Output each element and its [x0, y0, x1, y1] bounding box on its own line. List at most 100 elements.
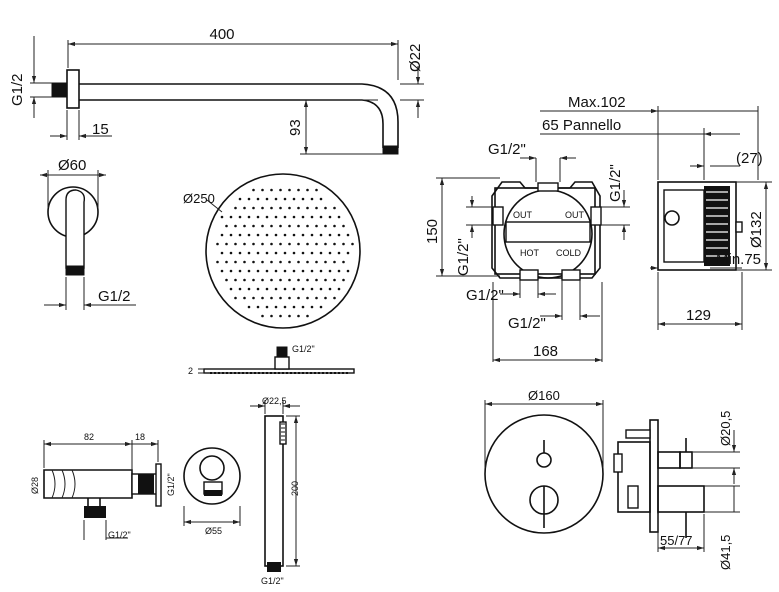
- dim-box-height: 150: [424, 219, 441, 244]
- shower-head-view: Ø250 G1/2" 2: [183, 173, 361, 376]
- nozzle-dot: [324, 296, 327, 300]
- nozzle-dot: [324, 242, 327, 246]
- nozzle-dot: [252, 188, 255, 192]
- nozzle-dot: [333, 206, 336, 210]
- nozzle-dot: [261, 206, 264, 210]
- nozzle-dot: [265, 215, 269, 219]
- dim-arm-length: 400: [209, 26, 234, 43]
- nozzle-dot: [342, 224, 345, 228]
- nozzle-dot: [261, 188, 264, 192]
- nozzle-dot: [301, 233, 305, 237]
- nozzle-dot: [297, 242, 300, 246]
- nozzle-dot: [292, 197, 296, 201]
- nozzle-dot: [306, 188, 309, 192]
- nozzle-dot: [337, 287, 341, 291]
- nozzle-dot: [265, 287, 269, 291]
- nozzle-dot: [238, 197, 242, 201]
- label-out-right: OUT: [565, 210, 585, 220]
- nozzle-dot: [342, 278, 345, 282]
- nozzle-dot: [229, 287, 233, 291]
- nozzle-dot: [301, 215, 305, 219]
- nozzle-dot: [310, 197, 314, 201]
- nozzle-dot: [333, 242, 336, 246]
- dim-end-diameter: Ø60: [58, 157, 86, 174]
- nozzle-dot: [279, 242, 282, 246]
- nozzle-dot: [247, 269, 251, 273]
- nozzle-dot: [238, 215, 242, 219]
- nozzle-dot: [247, 197, 251, 201]
- dim-box-distance: (27): [736, 150, 763, 167]
- nozzle-dot: [292, 215, 296, 219]
- nozzle-dot: [297, 188, 300, 192]
- dim-hand-length: 200: [290, 481, 300, 496]
- nozzle-pattern: [216, 188, 354, 318]
- dim-hand-thread: G1/2": [261, 576, 284, 586]
- nozzle-dot: [261, 260, 264, 264]
- dim-arm-diameter: Ø22: [407, 44, 424, 72]
- nozzle-dot: [256, 269, 260, 273]
- nozzle-dot: [216, 260, 219, 264]
- nozzle-dot: [342, 260, 345, 264]
- nozzle-dot: [229, 269, 233, 273]
- dim-box-diameter: Ø132: [748, 211, 765, 248]
- dim-box-thread-bottom2: G1/2": [508, 315, 546, 332]
- nozzle-dot: [292, 269, 296, 273]
- nozzle-dot: [234, 206, 237, 210]
- nozzle-dot: [306, 260, 309, 264]
- nozzle-dot: [288, 188, 291, 192]
- nozzle-dot: [247, 215, 251, 219]
- nozzle-dot: [297, 260, 300, 264]
- nozzle-dot: [310, 233, 314, 237]
- dim-outlet-length: 82: [84, 432, 94, 442]
- nozzle-dot: [270, 296, 273, 300]
- nozzle-dot: [283, 269, 287, 273]
- dim-box-thread-left: G1/2": [455, 238, 472, 276]
- nozzle-dot: [301, 251, 305, 255]
- nozzle-dot: [220, 269, 224, 273]
- nozzle-dot: [225, 260, 228, 264]
- nozzle-dot: [274, 269, 278, 273]
- nozzle-dot: [306, 224, 309, 228]
- nozzle-dot: [279, 278, 282, 282]
- nozzle-dot: [252, 224, 255, 228]
- nozzle-dot: [346, 269, 350, 273]
- nozzle-dot: [328, 251, 332, 255]
- nozzle-dot: [315, 188, 318, 192]
- arm-tube: [79, 83, 399, 148]
- nozzle-dot: [265, 197, 269, 201]
- nozzle-dot: [310, 305, 314, 309]
- nozzle-dot: [243, 206, 246, 210]
- nozzle-dot: [292, 305, 296, 309]
- nozzle-dot: [243, 296, 246, 300]
- nozzle-dot: [225, 278, 228, 282]
- nozzle-dot: [283, 197, 287, 201]
- dim-box-thread-bottom1: G1/2": [466, 287, 504, 304]
- nozzle-dot: [261, 314, 264, 318]
- nozzle-dot: [274, 287, 278, 291]
- nozzle-dot: [283, 233, 287, 237]
- nozzle-dot: [301, 305, 305, 309]
- nozzle-dot: [261, 242, 264, 246]
- nozzle-dot: [315, 260, 318, 264]
- nozzle-dot: [306, 206, 309, 210]
- nozzle-dot: [270, 242, 273, 246]
- nozzle-dot: [328, 233, 332, 237]
- mixer-front: Ø160: [484, 388, 604, 534]
- nozzle-dot: [243, 278, 246, 282]
- nozzle-dot: [220, 233, 224, 237]
- nozzle-dot: [247, 305, 251, 309]
- nozzle-dot: [274, 215, 278, 219]
- dim-arm-drop: 93: [287, 119, 304, 136]
- nozzle-dot: [256, 287, 260, 291]
- nozzle-dot: [324, 206, 327, 210]
- nozzle-dot: [243, 260, 246, 264]
- nozzle-dot: [292, 287, 296, 291]
- nozzle-dot: [346, 233, 350, 237]
- nozzle-dot: [346, 251, 350, 255]
- nozzle-dot: [319, 251, 323, 255]
- dim-box-max: Max.102: [568, 94, 626, 111]
- nozzle-dot: [297, 206, 300, 210]
- nozzle-dot: [306, 242, 309, 246]
- dim-outlet-thread-side: G1/2": [166, 473, 176, 496]
- dim-head-thread: G1/2": [292, 344, 315, 354]
